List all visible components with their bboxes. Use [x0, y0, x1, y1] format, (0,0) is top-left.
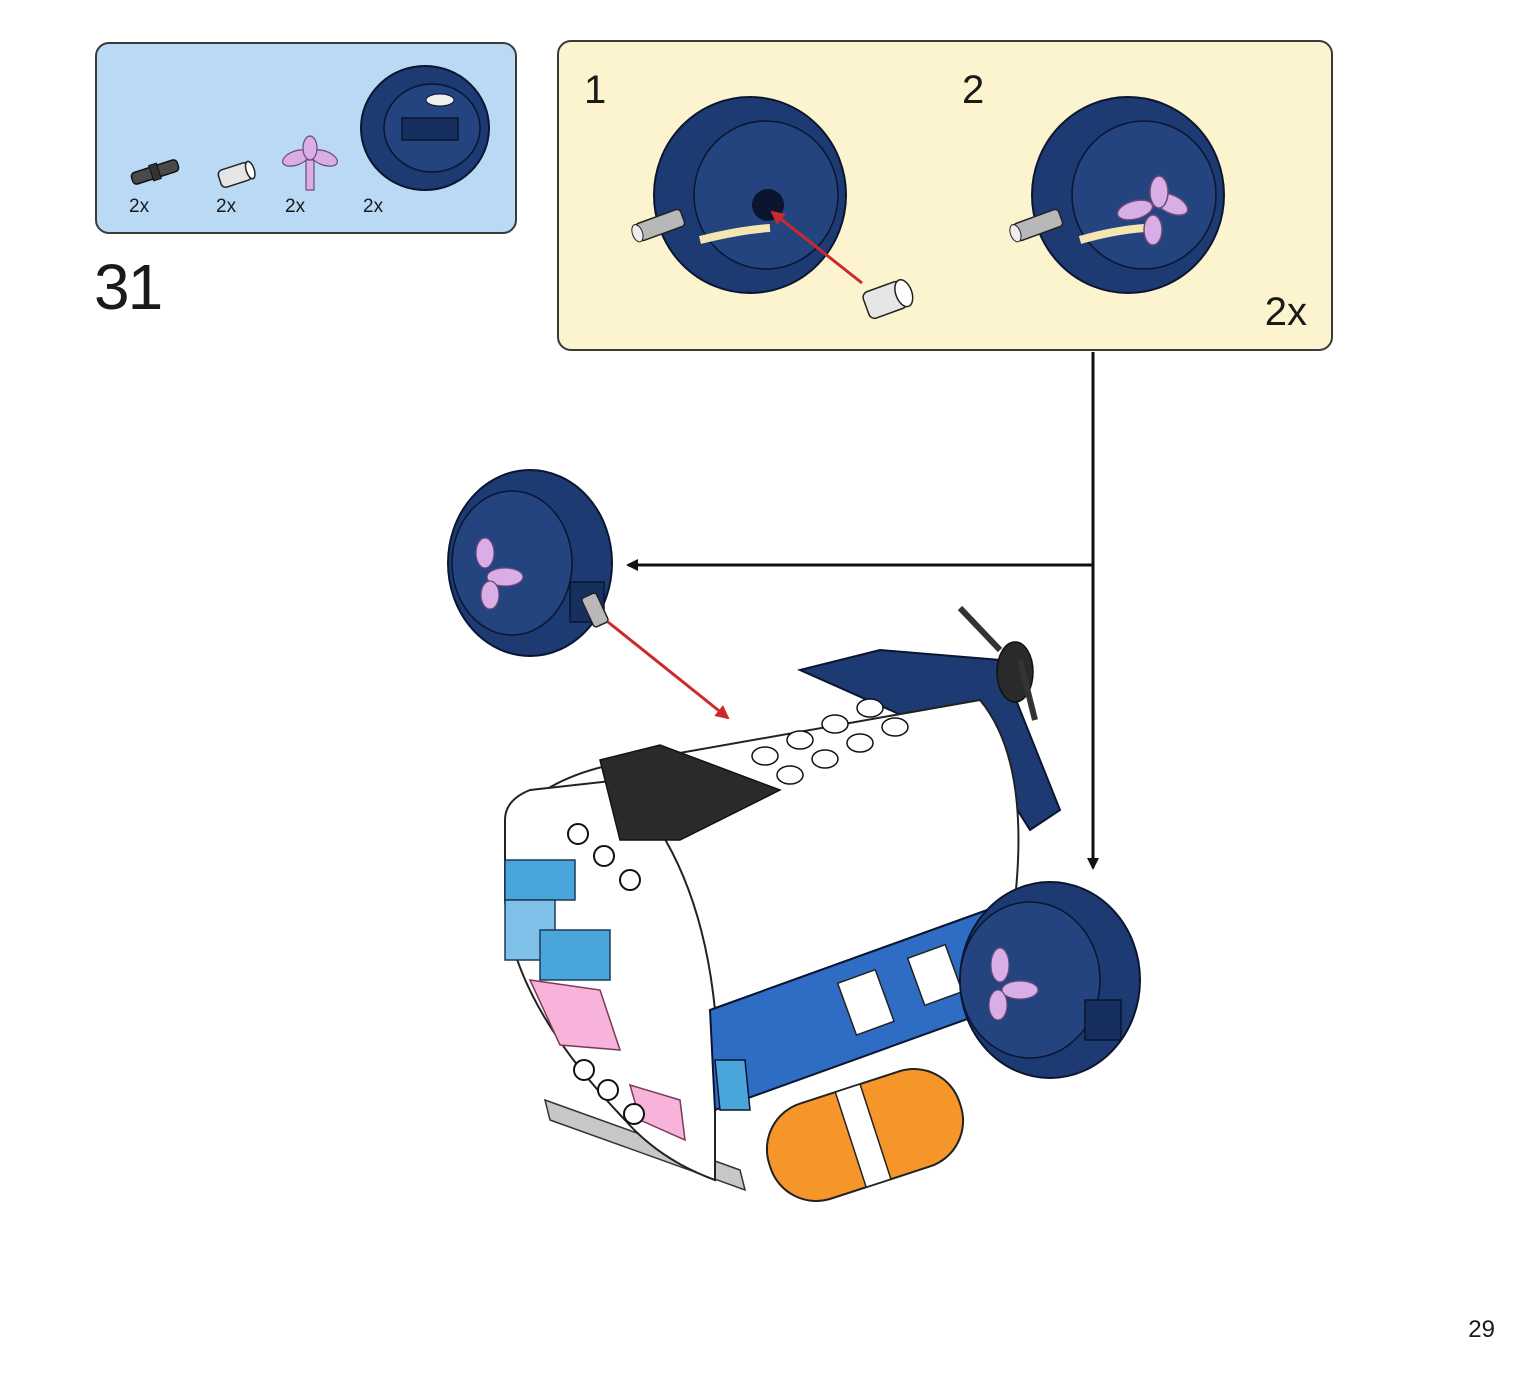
- axle-bush-icon: [217, 160, 256, 188]
- azure-brick: [504, 859, 576, 901]
- substep2-pin-icon: [1009, 208, 1064, 243]
- propeller-icon: [957, 605, 1038, 721]
- technic-holes: [567, 823, 645, 1125]
- part-qty-pin: 2x: [129, 196, 150, 217]
- substep1-wheel-icon: [653, 96, 847, 294]
- flower-stem-icon: [282, 135, 338, 191]
- substep-2-number: 2: [962, 68, 985, 112]
- orange-barrel-icon: [765, 1068, 965, 1202]
- black-slope-piece: [599, 744, 782, 841]
- azure-brick: [539, 929, 611, 981]
- substep-1-number: 1: [584, 68, 607, 112]
- attached-wheel-icon: [959, 881, 1141, 1079]
- part-qty-flower: 2x: [285, 196, 306, 217]
- connector-pin-icon: [130, 159, 180, 185]
- substep1-red-arrow: [770, 210, 863, 285]
- wheel-tire-icon: [360, 65, 490, 191]
- callout-arrows: [626, 352, 1099, 870]
- substep2-wheel-icon: [1031, 96, 1225, 294]
- incoming-wheel-icon: [447, 469, 613, 657]
- main-red-arrow: [607, 620, 730, 720]
- substep1-pin-icon: [631, 208, 686, 243]
- pink-brick: [528, 979, 622, 1051]
- part-qty-bush: 2x: [216, 196, 237, 217]
- white-studs: [751, 698, 909, 785]
- window: [836, 968, 896, 1036]
- step-number: 31: [94, 251, 163, 323]
- part-qty-wheel: 2x: [363, 196, 384, 217]
- page-number: 29: [1468, 1316, 1495, 1343]
- azure-side-brick: [714, 1059, 751, 1111]
- window: [906, 943, 964, 1007]
- substep-multiplier: 2x: [1264, 290, 1307, 334]
- substep2-flower-icon: [1116, 175, 1189, 246]
- main-model-illustration: [504, 605, 1141, 1202]
- substep1-bush-icon: [862, 278, 914, 320]
